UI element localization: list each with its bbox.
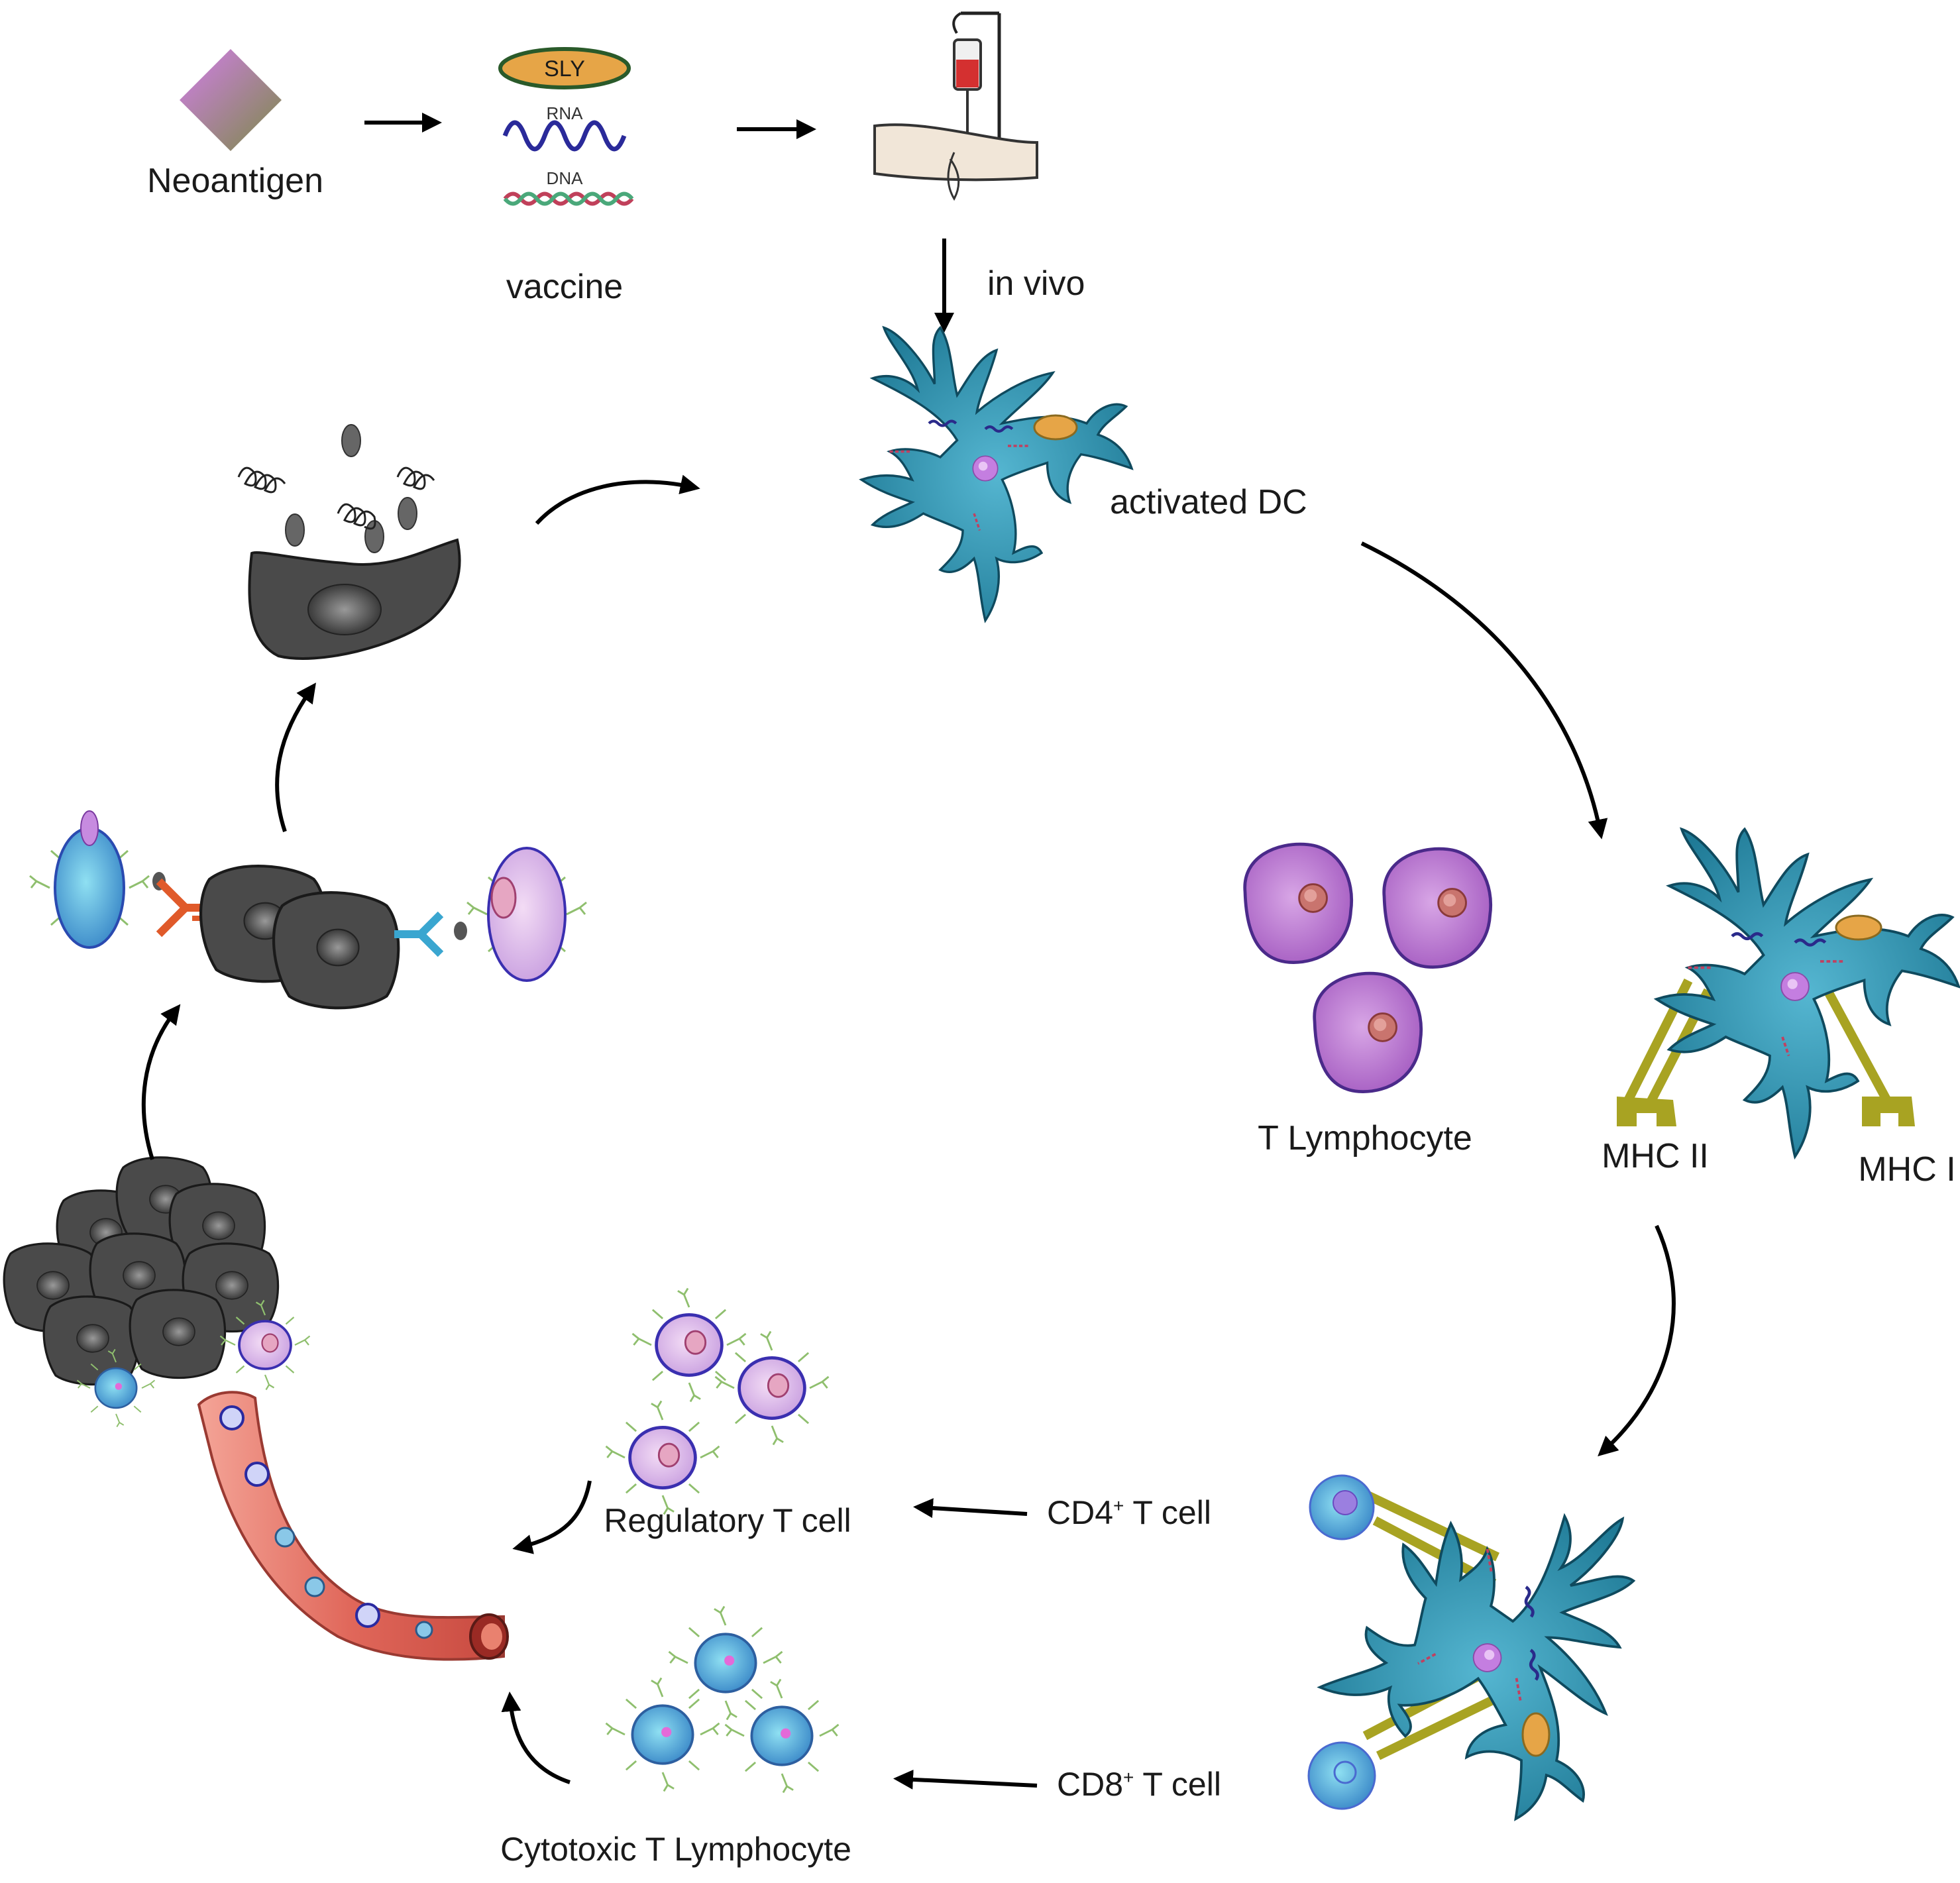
t-lymphocyte-cluster bbox=[1245, 844, 1491, 1091]
arrow-cd4-to-treg bbox=[913, 1498, 1028, 1519]
regulatory-t-cell-label: Regulatory T cell bbox=[604, 1502, 851, 1539]
arrow-attack-to-lysis bbox=[275, 682, 316, 832]
rna-label: RNA bbox=[547, 103, 584, 123]
cd4-label: CD4+ T cell bbox=[1047, 1494, 1211, 1531]
cytotoxic-t-cell-cluster bbox=[606, 1607, 839, 1793]
cytotoxic-t-lymphocyte-label: Cytotoxic T Lymphocyte bbox=[500, 1831, 851, 1868]
dna-label: DNA bbox=[547, 168, 584, 188]
vaccine-particle-icon bbox=[1033, 414, 1078, 441]
arrow-ctl-to-vessel bbox=[501, 1692, 571, 1784]
tumor-mass bbox=[3, 1156, 309, 1427]
sly-label: SLY bbox=[544, 56, 585, 81]
activated-dc-label: activated DC bbox=[1110, 483, 1307, 521]
immune-attack bbox=[28, 810, 588, 1008]
arrow-treg-to-vessel bbox=[512, 1480, 592, 1554]
lysed-tumor-cell bbox=[237, 424, 461, 660]
blood-vessel bbox=[197, 1391, 509, 1661]
neoantigen-diamond-icon bbox=[180, 49, 282, 151]
mhc-ii-label: MHC II bbox=[1602, 1137, 1709, 1175]
cd8-label: CD8+ T cell bbox=[1057, 1766, 1221, 1803]
arrow-lysis-to-dc bbox=[535, 474, 700, 525]
vaccine-label: vaccine bbox=[506, 268, 623, 306]
arrow-tumor-to-attack bbox=[141, 1004, 181, 1160]
neoantigen-label: Neoantigen bbox=[147, 162, 323, 200]
arrow-mhc-to-tcell-activation bbox=[1598, 1224, 1676, 1457]
vaccine-icon bbox=[498, 47, 634, 206]
regulatory-t-cell-cluster bbox=[606, 1289, 829, 1515]
mhc-i-label: MHC I bbox=[1858, 1150, 1955, 1189]
injection-icon bbox=[873, 11, 1038, 201]
arrow-dc-to-mhc bbox=[1360, 541, 1608, 839]
dc-tcell-binding bbox=[1296, 1474, 1671, 1849]
in-vivo-label: in vivo bbox=[987, 264, 1085, 303]
arrow-cd8-to-ctl bbox=[893, 1769, 1038, 1790]
activated-dc-cell bbox=[861, 328, 1132, 621]
t-lymphocyte-label: T Lymphocyte bbox=[1258, 1119, 1472, 1157]
dc-mhc-presenting bbox=[1617, 830, 1959, 1157]
